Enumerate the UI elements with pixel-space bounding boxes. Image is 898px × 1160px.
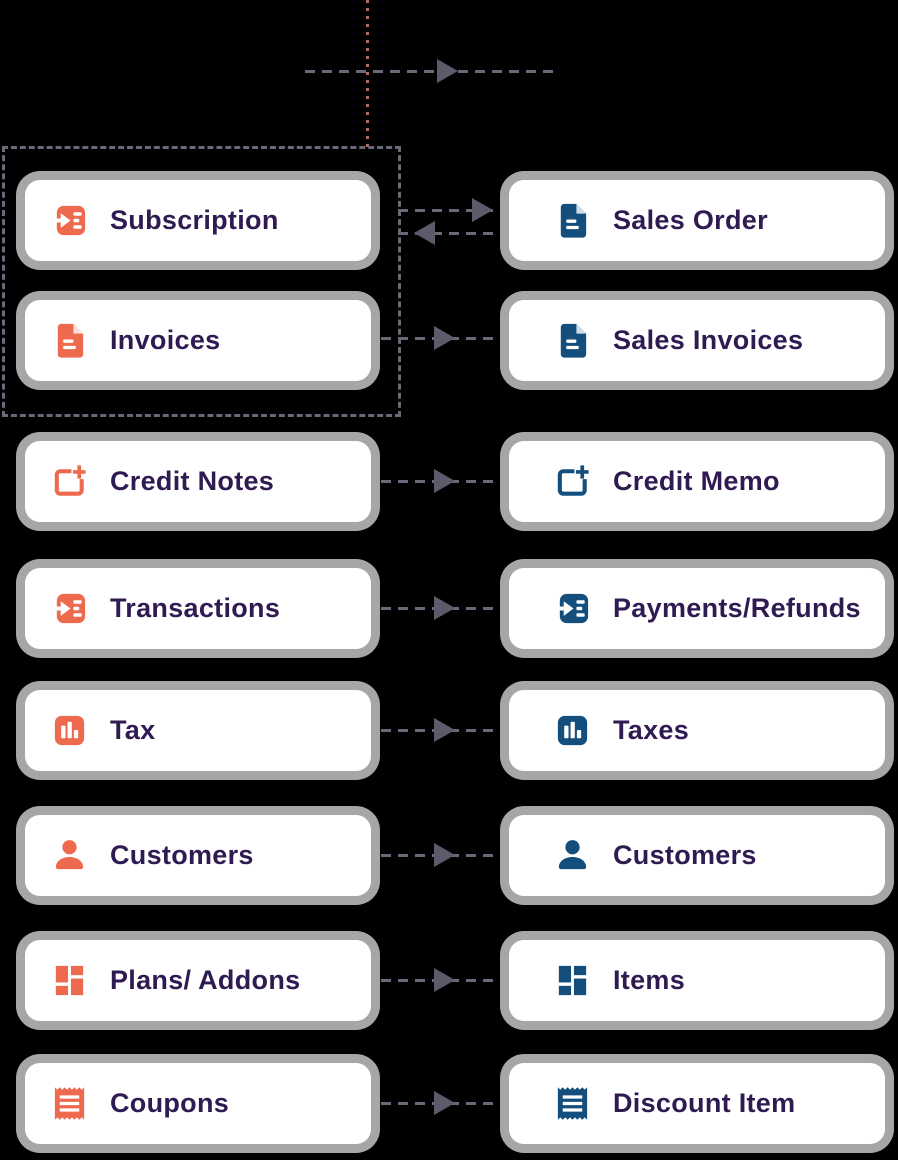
node-label: Customers (110, 840, 254, 870)
connector-row1-forward-arrowhead-icon (472, 198, 493, 222)
node-taxes: Taxes (500, 681, 894, 780)
node-sales-invoices: Sales Invoices (500, 291, 894, 390)
node-label: Credit Notes (110, 466, 275, 496)
node-label: Sales Order (613, 205, 768, 235)
node-subscription: Subscription (16, 171, 380, 270)
bar-chart-icon (50, 711, 89, 750)
person-icon (50, 836, 89, 875)
node-label: Invoices (110, 325, 221, 355)
node-sales-order: Sales Order (500, 171, 894, 270)
node-tax: Tax (16, 681, 380, 780)
transfer-icon (50, 201, 89, 240)
connector-row1-backward-arrowhead-icon (414, 221, 435, 245)
node-label: Taxes (613, 715, 690, 745)
node-label: Tax (110, 715, 156, 745)
dashboard-icon (50, 961, 89, 1000)
node-label: Payments/Refunds (613, 593, 861, 623)
dashboard-icon (553, 961, 592, 1000)
node-label: Plans/ Addons (110, 965, 301, 995)
node-payments-refunds: Payments/Refunds (500, 559, 894, 658)
node-label: Items (613, 965, 686, 995)
note-add-icon (553, 462, 592, 501)
node-label: Subscription (110, 205, 279, 235)
node-items: Items (500, 931, 894, 1030)
document-icon (50, 321, 89, 360)
node-credit-memo: Credit Memo (500, 432, 894, 531)
top-dotted-line (366, 0, 369, 147)
connector-row7-arrowhead-icon (434, 968, 455, 992)
node-discount-item: Discount Item (500, 1054, 894, 1153)
node-customers-right: Customers (500, 806, 894, 905)
connector-row4-arrowhead-icon (434, 596, 455, 620)
bar-chart-icon (553, 711, 592, 750)
node-coupons: Coupons (16, 1054, 380, 1153)
connector-row5-arrowhead-icon (434, 718, 455, 742)
connector-row3-arrowhead-icon (434, 469, 455, 493)
connector-row1-forward-line (398, 209, 498, 212)
transfer-icon (50, 589, 89, 628)
connector-row8-arrowhead-icon (434, 1091, 455, 1115)
node-label: Sales Invoices (613, 325, 804, 355)
top-connector-line (305, 70, 553, 73)
node-credit-notes: Credit Notes (16, 432, 380, 531)
node-label: Transactions (110, 593, 281, 623)
note-add-icon (50, 462, 89, 501)
connector-row6-arrowhead-icon (434, 843, 455, 867)
node-label: Discount Item (613, 1088, 796, 1118)
receipt-icon (553, 1084, 592, 1123)
node-customers-left: Customers (16, 806, 380, 905)
transfer-icon (553, 589, 592, 628)
node-label: Customers (613, 840, 757, 870)
node-transactions: Transactions (16, 559, 380, 658)
document-icon (553, 201, 592, 240)
node-invoices: Invoices (16, 291, 380, 390)
connector-row1-backward-line (398, 232, 498, 235)
subscription-invoices-group-box (2, 146, 401, 417)
connector-row2-arrowhead-icon (434, 326, 455, 350)
receipt-icon (50, 1084, 89, 1123)
node-label: Coupons (110, 1088, 230, 1118)
top-connector-arrowhead-icon (437, 59, 458, 83)
document-icon (553, 321, 592, 360)
person-icon (553, 836, 592, 875)
node-plans-addons: Plans/ Addons (16, 931, 380, 1030)
node-label: Credit Memo (613, 466, 780, 496)
